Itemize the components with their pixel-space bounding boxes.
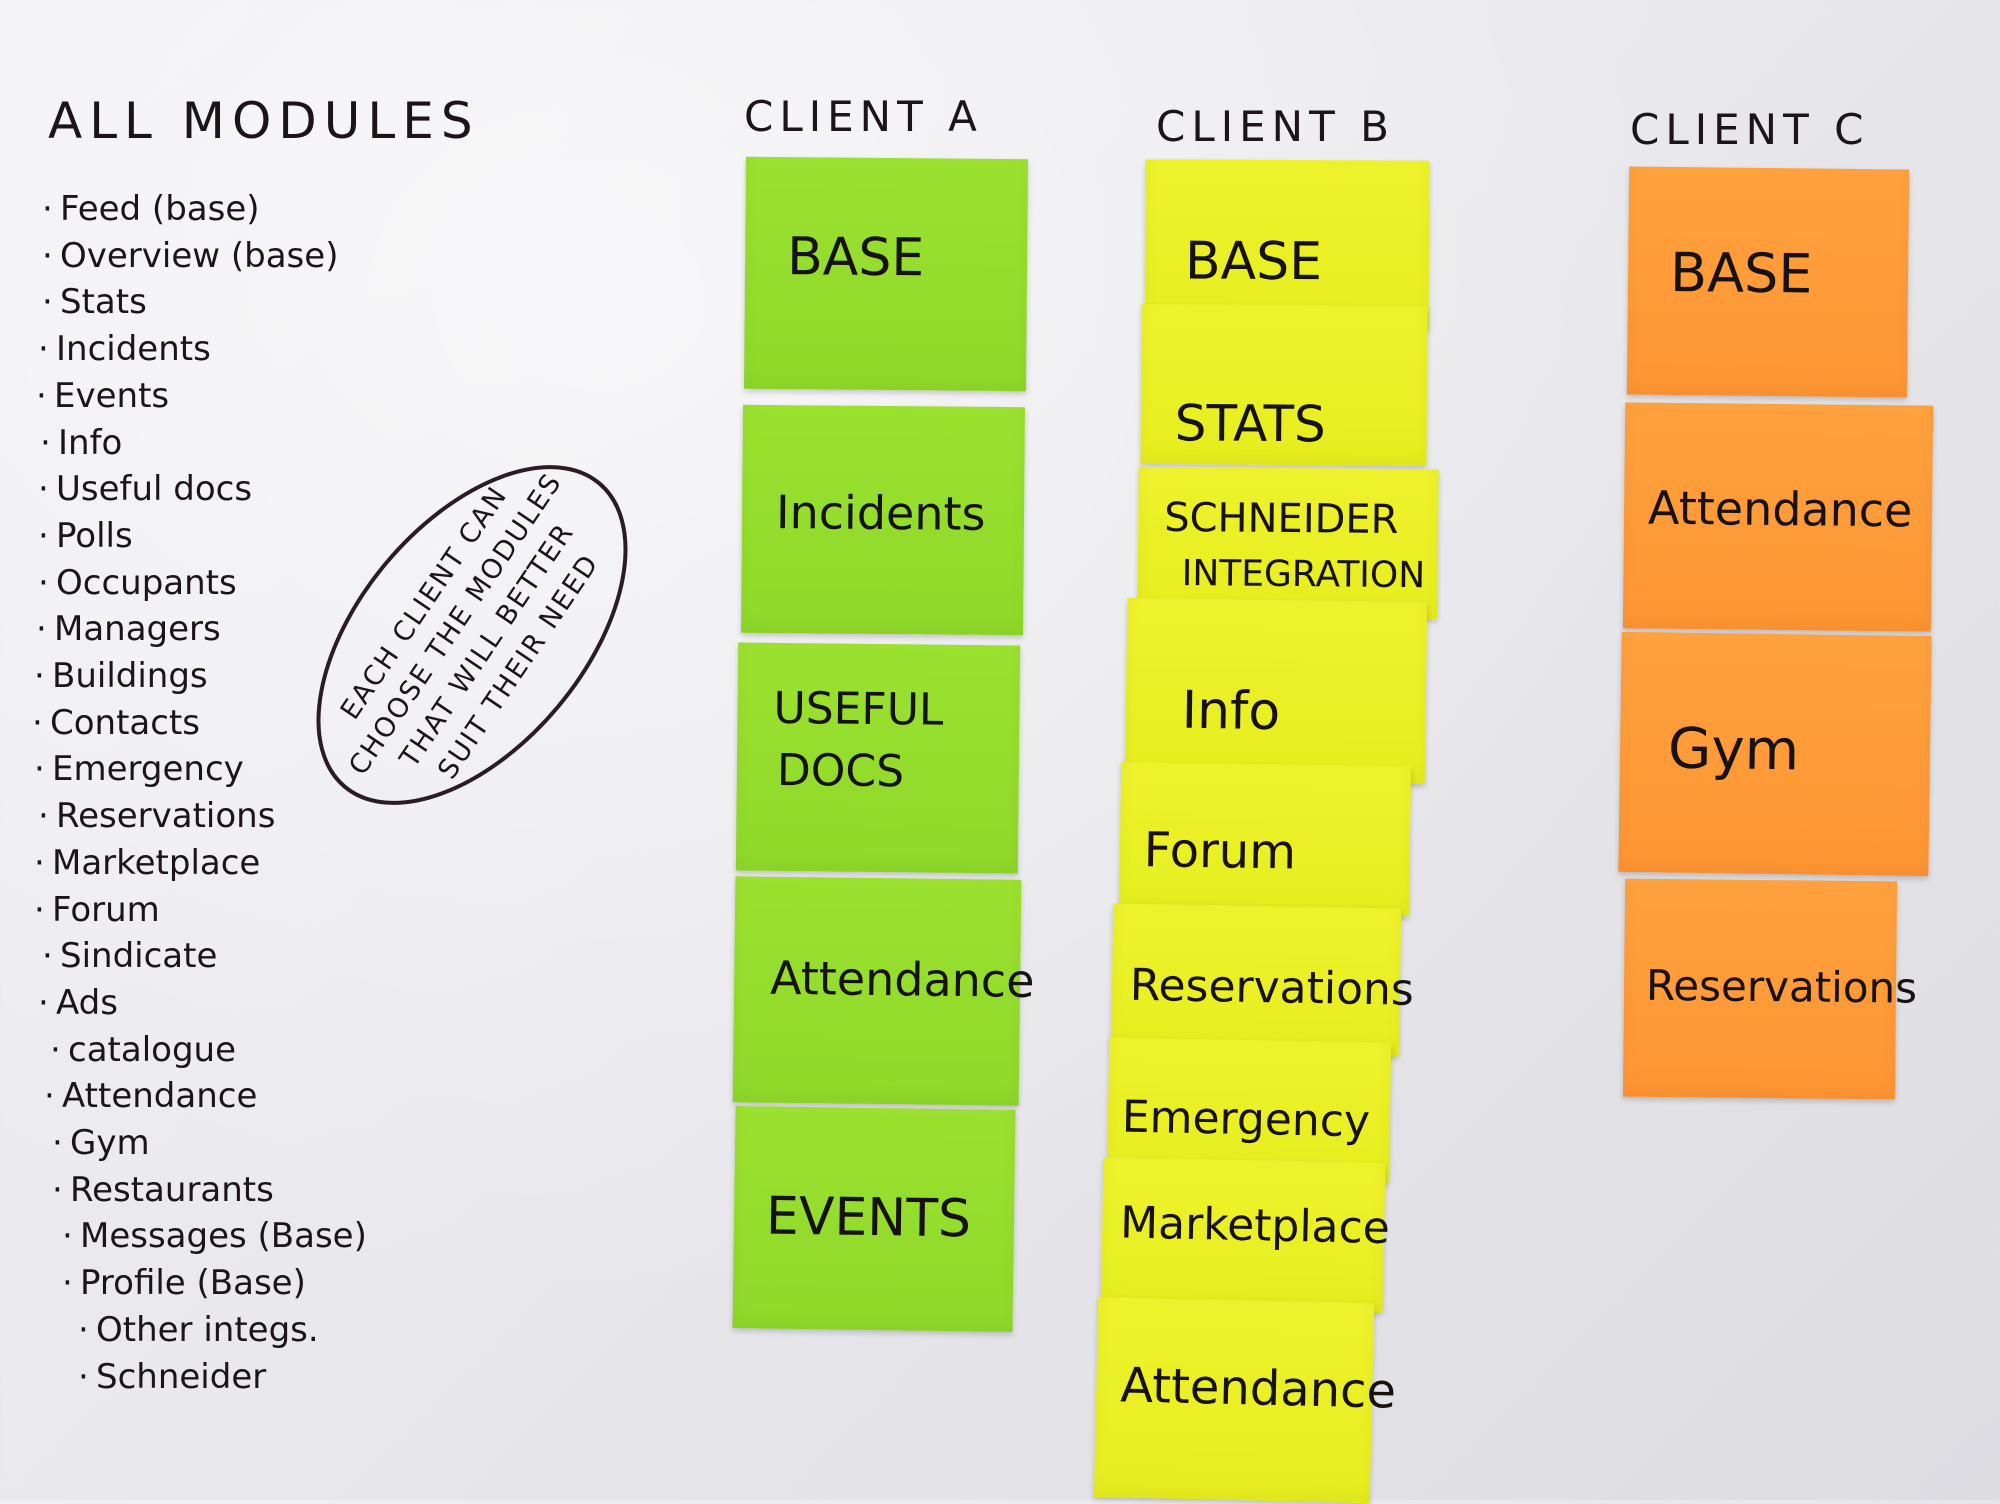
note-label: STATS <box>1174 394 1326 454</box>
module-item-label: Feed (base) <box>60 189 260 229</box>
note-label: Reservations <box>1645 960 1918 1013</box>
all-modules-list: ·Feed (base) ·Overview (base) ·Stats ·In… <box>32 186 367 1400</box>
module-item-label: Occupants <box>56 562 237 603</box>
note-label: Info <box>1181 680 1281 743</box>
note-label: Gym <box>1667 716 1800 784</box>
client-a-note-attendance: Attendance <box>732 876 1035 1106</box>
module-item-label: Sindicate <box>60 936 218 977</box>
module-item-label: Events <box>54 375 170 416</box>
client-b-heading: CLIENT B <box>1156 102 1395 151</box>
module-item-label: Attendance <box>62 1076 258 1117</box>
module-item: ·Reservations <box>38 796 276 837</box>
module-item: ·catalogue <box>50 1029 236 1070</box>
note-label: USEFUL <box>773 682 944 736</box>
module-item: ·Forum <box>34 889 160 930</box>
note-label: Incidents <box>775 485 986 541</box>
client-a-heading: CLIENT A <box>744 92 983 141</box>
module-item: ·Useful docs <box>38 469 253 510</box>
module-item-label: Restaurants <box>70 1169 274 1210</box>
module-item: ·Restaurants <box>52 1169 274 1210</box>
module-item: ·Buildings <box>34 656 208 697</box>
module-item: ·Messages (Base) <box>62 1216 367 1257</box>
note-label: BASE <box>786 227 925 289</box>
note-label: Attendance <box>1119 1357 1397 1420</box>
module-item-label: Messages (Base) <box>80 1216 367 1257</box>
module-item: ·Events <box>36 375 170 416</box>
module-item-label: Info <box>58 422 123 463</box>
module-item: ·Gym <box>52 1123 150 1164</box>
client-b-note-forum: Forum <box>1118 761 1412 917</box>
module-item-label: Schneider <box>96 1356 267 1397</box>
client-a-note-useful-docs: USEFUL DOCS <box>735 642 1021 874</box>
client-c-heading: CLIENT C <box>1630 105 1870 154</box>
module-item: ·Contacts <box>32 702 200 743</box>
module-item: ·Overview (base) <box>42 235 339 276</box>
note-label: Forum <box>1143 822 1297 881</box>
module-item-label: Other integs. <box>96 1309 319 1350</box>
note-label: DOCS <box>776 744 905 798</box>
client-c-note-base: BASE <box>1626 166 1910 398</box>
note-label: Emergency <box>1121 1091 1371 1148</box>
module-item-label: Reservations <box>56 796 276 837</box>
module-item-label: Stats <box>60 282 147 323</box>
note-label: SCHNEIDER <box>1164 494 1399 543</box>
client-b-note-attendance: Attendance <box>1093 1296 1397 1504</box>
module-item-label: catalogue <box>68 1029 236 1070</box>
module-item: ·Info <box>40 422 123 463</box>
note-label: Attendance <box>1647 480 1913 538</box>
module-item-label: Managers <box>54 609 221 650</box>
client-a-note-incidents: Incidents <box>741 404 1025 636</box>
module-item-label: Polls <box>56 515 133 556</box>
module-item: ·Other integs. <box>78 1309 319 1350</box>
client-c-note-attendance: Attendance <box>1622 402 1934 632</box>
module-item-label: Incidents <box>56 329 211 370</box>
module-item-label: Ads <box>56 982 118 1023</box>
client-c-note-reservations: Reservations <box>1622 878 1917 1100</box>
module-item-label: Emergency <box>52 749 244 790</box>
oval-outline <box>316 465 628 805</box>
module-item-label: Useful docs <box>56 469 253 510</box>
module-item: ·Sindicate <box>42 936 218 977</box>
module-item-label: Profile (Base) <box>80 1263 306 1304</box>
module-item: ·Attendance <box>44 1076 258 1117</box>
client-c-note-gym: Gym <box>1618 631 1932 877</box>
note-label: Attendance <box>769 950 1035 1008</box>
module-item-label: Forum <box>52 889 160 930</box>
module-item: ·Feed (base) <box>42 189 260 229</box>
note-label: INTEGRATION <box>1181 553 1426 597</box>
client-b-note-reservations: Reservations <box>1110 903 1414 1057</box>
client-b-note-marketplace: Marketplace <box>1100 1157 1390 1313</box>
note-label: BASE <box>1184 231 1323 293</box>
client-a-note-events: EVENTS <box>732 1106 1016 1332</box>
module-item-label: Buildings <box>52 656 208 697</box>
client-b-note-info: Info <box>1124 597 1428 785</box>
module-item-label: Contacts <box>50 702 200 743</box>
note-label: EVENTS <box>765 1186 972 1250</box>
client-a-note-base: BASE <box>743 156 1029 392</box>
module-item: ·Managers <box>36 609 221 650</box>
module-item: ·Ads <box>38 982 118 1023</box>
module-item: ·Polls <box>38 515 133 556</box>
module-item: ·Emergency <box>34 749 244 790</box>
note-label: Reservations <box>1129 959 1415 1016</box>
module-item-label: Overview (base) <box>60 235 339 276</box>
note-label: BASE <box>1669 240 1813 306</box>
module-item: ·Profile (Base) <box>62 1263 306 1304</box>
module-item: ·Stats <box>42 282 147 323</box>
module-item: ·Incidents <box>38 329 211 370</box>
oval-note: EACH CLIENT CAN CHOOSE THE MODULES THAT … <box>282 440 662 830</box>
module-item-label: Gym <box>70 1123 150 1164</box>
client-b-note-schneider: SCHNEIDER INTEGRATION <box>1137 466 1439 620</box>
client-b-note-stats: STATS <box>1140 304 1428 466</box>
module-item: ·Occupants <box>38 562 237 603</box>
all-modules-heading: ALL MODULES <box>48 92 480 150</box>
module-item-label: Marketplace <box>52 842 261 883</box>
module-item: ·Marketplace <box>34 842 261 883</box>
note-label: Marketplace <box>1119 1197 1391 1255</box>
module-item: ·Schneider <box>78 1356 267 1397</box>
